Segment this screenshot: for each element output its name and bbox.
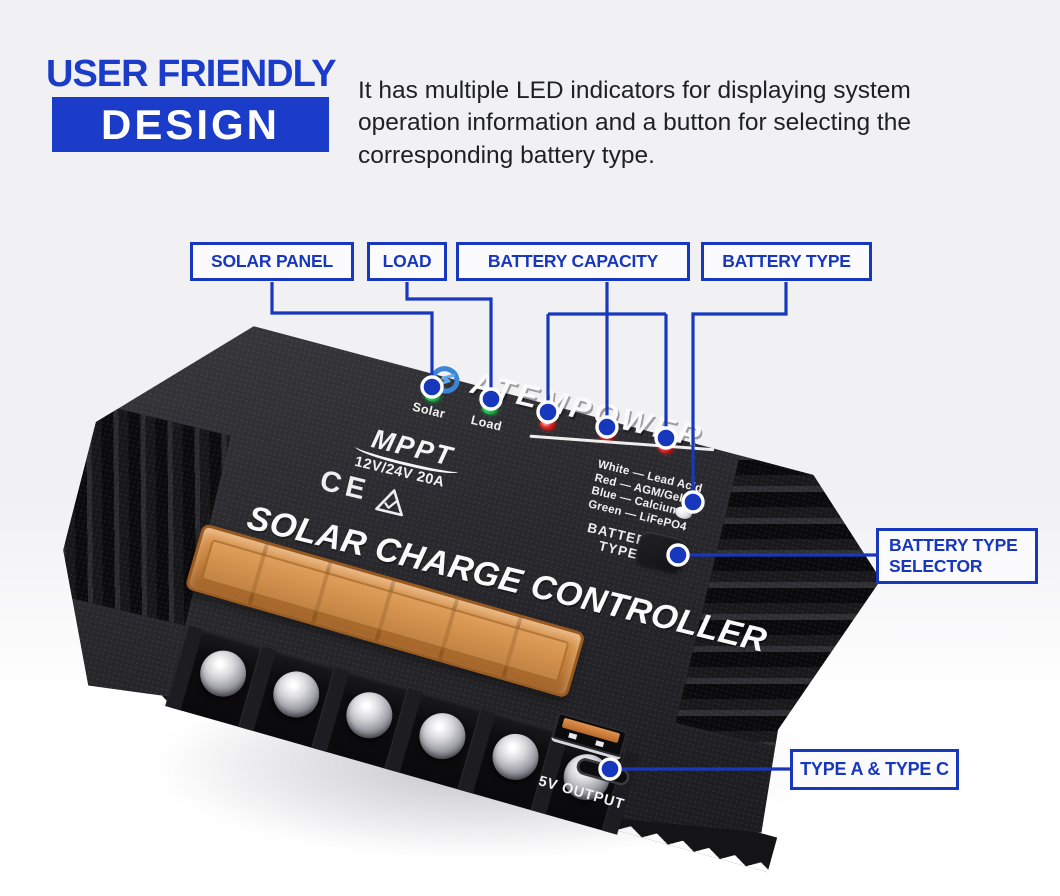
usb-a-port [550,711,629,761]
brand-text: ATEMPOWER [467,365,708,455]
selector-label-line2: SELECTOR [889,556,983,576]
terminal-divider [165,625,204,711]
callout-label-solar-panel: SOLAR PANEL [190,242,354,281]
callout-label-battery-type: BATTERY TYPE [701,242,872,281]
terminal-divider [238,645,277,732]
usb-a-tab [561,717,621,744]
selector-label-line1: BATTERY TYPE [889,535,1018,555]
terminal-divider [384,687,423,773]
terminal-screw [413,707,471,765]
callout-label-usb-types: TYPE A & TYPE C [790,749,959,790]
terminal-divider [457,708,496,794]
rcm-cert-icon [373,484,411,519]
terminal-divider [311,666,350,752]
terminal-screw [194,645,252,703]
callout-label-load: LOAD [367,242,447,281]
usb-a-pin [595,740,605,748]
usb-panel: 5V OUTPUT [515,701,667,833]
title-design: DESIGN [52,97,329,152]
callout-label-battery-type-selector: BATTERY TYPE SELECTOR [876,528,1038,584]
battery-type-selector-button [634,529,689,574]
usb-a-pin [568,732,578,740]
terminal-screw [340,686,398,744]
callout-label-battery-capacity: BATTERY CAPACITY [456,242,690,281]
title-user-friendly: USER FRIENDLY [46,53,337,95]
terminal-screw [267,666,325,723]
usb-c-port [574,756,632,788]
description-text: It has multiple LED indicators for displ… [358,76,911,169]
